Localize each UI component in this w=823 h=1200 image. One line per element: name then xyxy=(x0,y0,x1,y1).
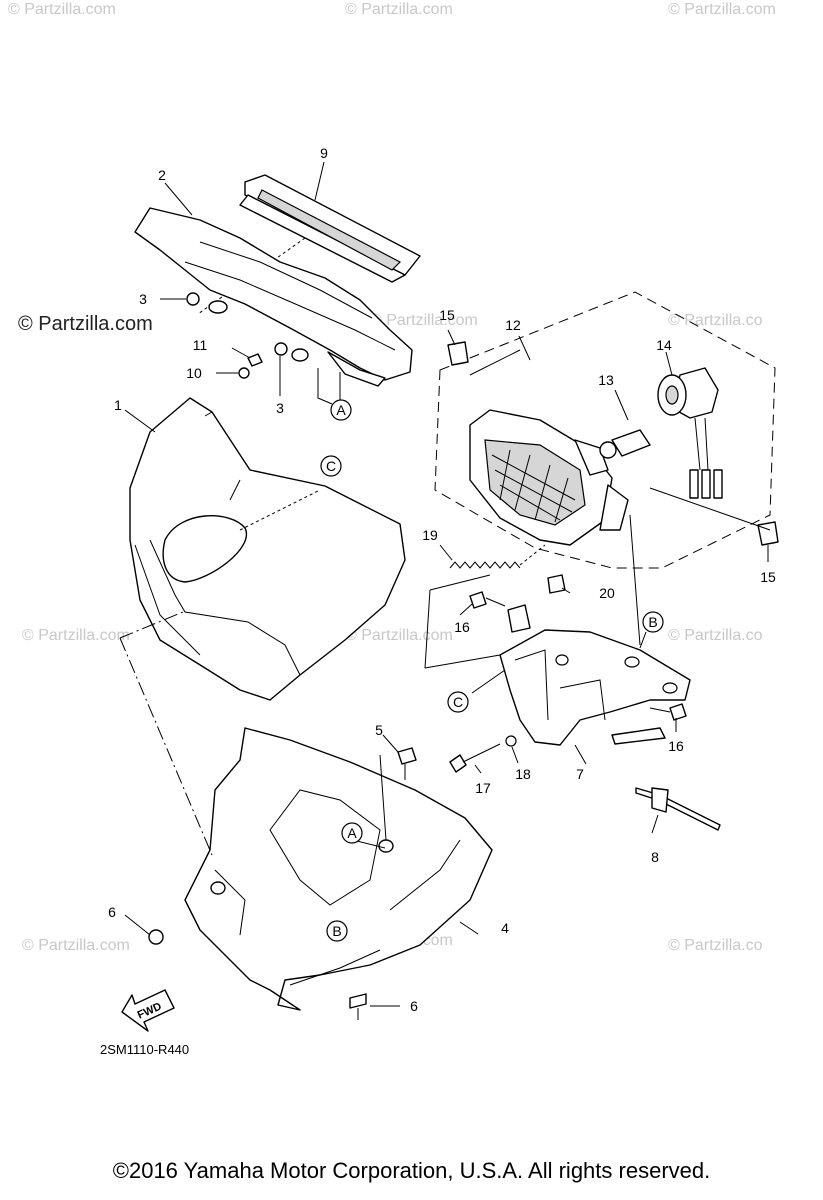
part-4-lower-cover xyxy=(184,727,493,1011)
watermark: © Partzilla.com xyxy=(345,1,453,18)
callout-16: 16 xyxy=(668,738,684,754)
callout-3: 3 xyxy=(276,400,284,416)
watermark: © Partzilla.com xyxy=(668,1,776,18)
leader-lines xyxy=(124,161,769,1007)
watermark: © Partzilla.com xyxy=(22,937,130,954)
callout-9: 9 xyxy=(320,145,328,161)
part-20-clip xyxy=(547,574,566,594)
watermark: © Partzilla.co xyxy=(668,627,763,644)
callout-14: 14 xyxy=(656,337,672,353)
part-13-bulb xyxy=(599,429,651,459)
watermark: © Partzilla.co xyxy=(668,937,763,954)
callout-11: 11 xyxy=(193,337,208,353)
ref-mark-a: A xyxy=(336,402,346,418)
callout-4: 4 xyxy=(501,920,509,936)
callout-7: 7 xyxy=(576,766,584,782)
part-15-clips xyxy=(447,341,779,546)
watermark: © Partzilla.com xyxy=(345,627,453,644)
callout-18: 18 xyxy=(515,766,531,782)
watermark: © Partzilla.com xyxy=(370,312,478,329)
callout-2: 2 xyxy=(158,167,166,183)
callout-numbers: 9 2 3 11 10 3 1 15 12 14 13 15 19 20 16 … xyxy=(108,145,776,1014)
callout-13: 13 xyxy=(598,372,614,388)
callout-1: 1 xyxy=(114,397,122,413)
reference-marks: A A B B C C xyxy=(320,399,664,942)
part-8-cable-band xyxy=(635,787,721,831)
callout-15: 15 xyxy=(760,569,776,585)
part-1-front-cowl xyxy=(129,397,406,701)
part-14-socket xyxy=(657,367,723,499)
callout-19: 19 xyxy=(422,527,438,543)
part-19-spring xyxy=(449,544,546,569)
callout-5: 5 xyxy=(375,722,383,738)
ref-mark-b: B xyxy=(332,923,341,939)
watermark: © Partzilla.com xyxy=(18,313,153,335)
figure-code: 2SM1110-R440 xyxy=(100,1042,189,1057)
fasteners-upper xyxy=(160,292,333,405)
callout-6: 6 xyxy=(108,904,116,920)
ref-mark-b: B xyxy=(648,614,657,630)
copyright-notice: ©2016 Yamaha Motor Corporation, U.S.A. A… xyxy=(112,1158,711,1183)
callout-15: 15 xyxy=(439,307,455,323)
fasteners-lower xyxy=(148,747,417,1020)
bolts-16-17-18 xyxy=(449,591,687,773)
callout-17: 17 xyxy=(475,780,491,796)
assembly-lines xyxy=(119,349,771,856)
callout-20: 20 xyxy=(599,585,615,601)
watermark: © Partzilla.com xyxy=(22,627,130,644)
ref-mark-c: C xyxy=(453,694,463,710)
part-12-headlight-group xyxy=(434,291,776,569)
callout-3: 3 xyxy=(139,291,147,307)
fwd-arrow-icon: FWD xyxy=(121,989,175,1032)
ref-mark-a: A xyxy=(347,825,357,841)
watermark: © Partzilla.com xyxy=(8,1,116,18)
callout-8: 8 xyxy=(651,849,659,865)
watermark: © Partzilla.co xyxy=(668,312,763,329)
ref-mark-c: C xyxy=(326,458,336,474)
callout-10: 10 xyxy=(186,365,202,381)
part-2-upper-cover xyxy=(134,207,413,387)
part-7-stay xyxy=(499,604,691,746)
callout-6: 6 xyxy=(410,998,418,1014)
callout-12: 12 xyxy=(505,317,521,333)
callout-16: 16 xyxy=(454,619,470,635)
